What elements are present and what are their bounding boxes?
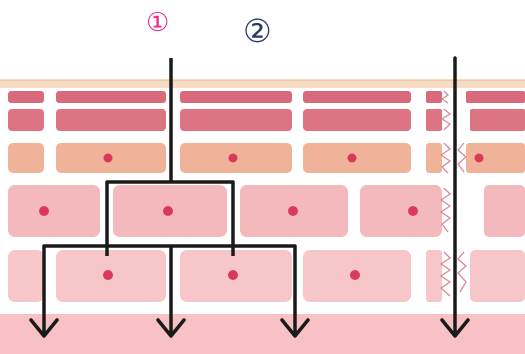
path-2-arrow bbox=[440, 56, 470, 338]
nucleus bbox=[347, 153, 357, 163]
path-2-label: ② bbox=[243, 12, 272, 50]
nucleus bbox=[350, 270, 360, 280]
nucleus bbox=[408, 206, 418, 216]
nucleus bbox=[228, 153, 238, 163]
nucleus bbox=[103, 270, 113, 280]
cell bbox=[426, 143, 442, 173]
cell bbox=[466, 143, 525, 173]
cell bbox=[426, 91, 442, 103]
cell bbox=[180, 109, 292, 131]
cell bbox=[8, 143, 44, 173]
cell bbox=[8, 185, 100, 237]
cell bbox=[56, 91, 166, 103]
cell bbox=[8, 250, 44, 302]
cell bbox=[470, 250, 525, 302]
arrow-down-icon bbox=[29, 318, 310, 338]
cell-row-3 bbox=[8, 143, 525, 173]
cell-row-1 bbox=[8, 91, 525, 103]
nucleus bbox=[288, 206, 298, 216]
cell-row-4 bbox=[8, 185, 525, 237]
cell bbox=[8, 109, 44, 131]
zigzag-edge-icon bbox=[439, 90, 467, 297]
cell bbox=[180, 91, 292, 103]
cell bbox=[484, 185, 525, 237]
surface-band bbox=[0, 80, 525, 88]
path-1-arrows bbox=[42, 58, 297, 333]
cell bbox=[56, 109, 166, 131]
nucleus bbox=[474, 153, 484, 163]
cell bbox=[303, 143, 411, 173]
cell bbox=[360, 185, 442, 237]
cell bbox=[466, 91, 525, 103]
basal-layer bbox=[0, 314, 525, 354]
nucleus bbox=[39, 206, 49, 216]
cell bbox=[8, 91, 44, 103]
cell bbox=[426, 250, 442, 302]
cell-row-5 bbox=[8, 250, 525, 302]
path-1-label: ① bbox=[146, 8, 170, 38]
cell bbox=[470, 109, 525, 131]
cell-row-2 bbox=[8, 109, 525, 131]
nucleus bbox=[163, 206, 173, 216]
nucleus bbox=[228, 270, 238, 280]
cell bbox=[303, 91, 411, 103]
cell bbox=[303, 109, 411, 131]
cell bbox=[426, 109, 442, 131]
nucleus bbox=[103, 153, 113, 163]
